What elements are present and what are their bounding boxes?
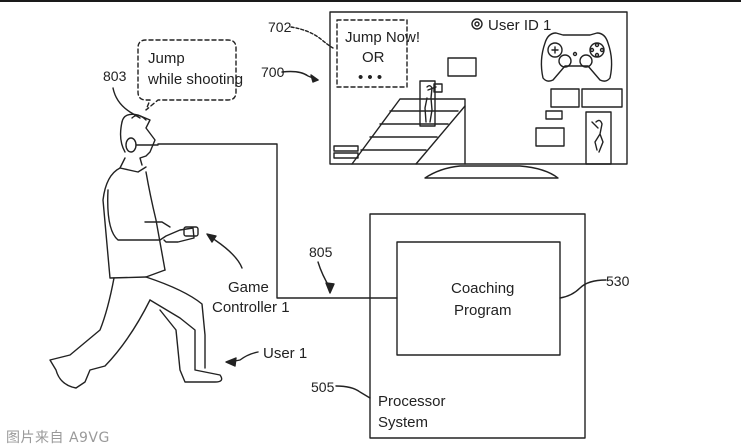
leader-505 [335,385,371,399]
scene-panel [447,57,477,77]
scene-panel [550,88,580,108]
hint-line-2: OR [362,49,385,66]
leader-user [229,351,259,363]
coaching-hint-box [336,19,408,88]
player-avatar-frame [419,80,436,127]
coaching-label-line-2: Program [454,302,512,319]
game-scene [333,57,623,165]
user-figure [49,113,223,389]
staircase [351,98,466,165]
controller-held [183,226,199,237]
watermark: 图片来自 A9VG [6,430,110,446]
arrowhead-user [225,357,237,367]
coaching-program-box [396,241,561,356]
display-frame [329,11,628,165]
gamepad-icon [540,32,613,82]
leader-530 [559,279,607,299]
leader-803 [112,87,141,119]
ref-505: 505 [311,379,335,395]
arrowhead-700 [310,74,319,83]
display-stand [424,165,559,179]
leader-controller [209,235,243,269]
speech-bubble [137,39,237,111]
controller-label-line-1: Game [228,279,269,296]
ref-805: 805 [309,244,333,260]
headset-icon [131,114,147,121]
ref-803: 803 [103,68,127,84]
speech-line-2: while shooting [147,71,243,88]
opponent-avatar [591,119,604,153]
display-screen [329,11,628,179]
arrowhead-controller [206,233,217,243]
speech-line-1: Jump [148,50,185,67]
hint-line-1: Jump Now! [345,29,420,46]
user-label: User 1 [263,345,307,362]
processor-label-line-1: Processor [378,393,446,410]
scene-panel [535,127,565,147]
hint-line-3: • • • [358,69,382,86]
ref-702: 702 [268,19,292,35]
target-icon [471,18,483,30]
processor-system-box [369,213,586,439]
ref-700: 700 [261,64,285,80]
user-head [121,113,156,166]
user-id-label: User ID 1 [488,17,551,34]
scene-item [433,83,443,93]
processor-label-line-2: System [378,414,428,431]
opponent-avatar-frame [585,111,612,165]
scene-item [545,110,563,120]
coaching-label-line-1: Coaching [451,280,514,297]
scene-panel [581,88,623,108]
top-border [0,0,741,2]
connection-805 [157,143,398,299]
ref-530: 530 [606,273,630,289]
controller-label-line-2: Controller 1 [212,299,290,316]
scene-bar [333,152,359,159]
leader-702 [290,26,334,49]
scene-bar [333,145,359,152]
arrowhead-805 [325,282,335,294]
leader-700 [281,70,319,81]
